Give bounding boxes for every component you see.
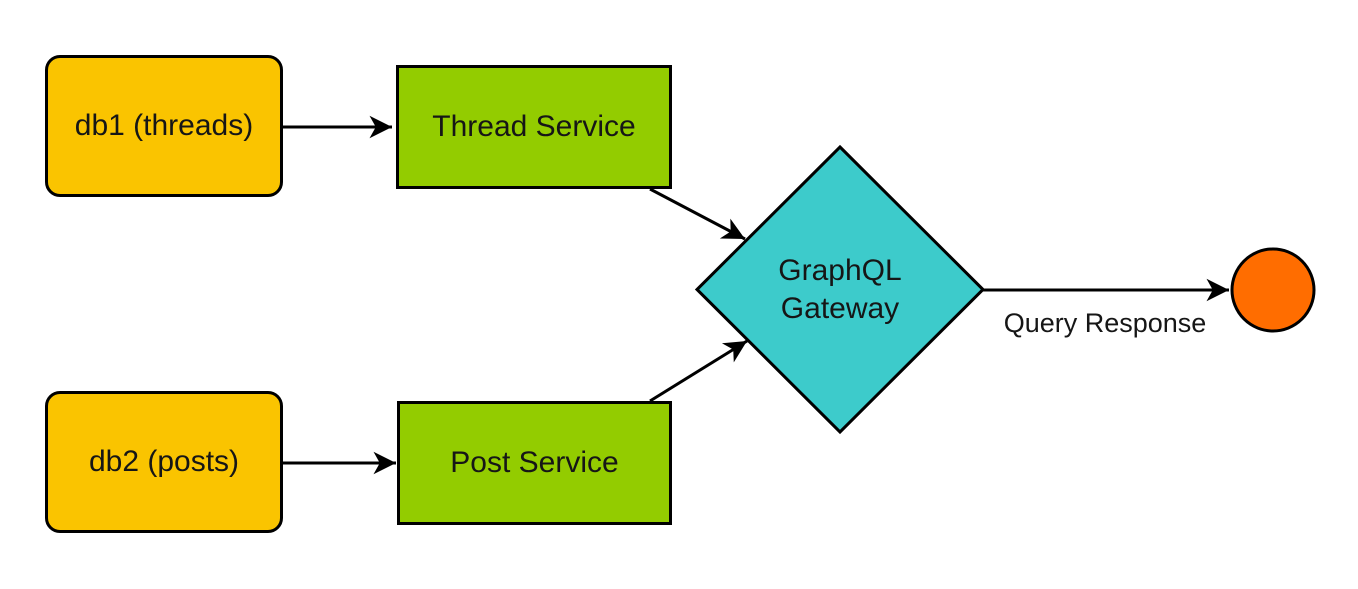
node-thread-service-label: Thread Service bbox=[432, 110, 636, 144]
edge-gateway-query-response bbox=[649, 339, 748, 403]
gateway-label-text: GraphQL Gateway bbox=[778, 253, 902, 325]
node-thread-service: Thread Service bbox=[396, 65, 672, 189]
endpoint-circle bbox=[1230, 247, 1316, 333]
node-post-service-label: Post Service bbox=[450, 446, 619, 480]
node-post-service: Post Service bbox=[397, 401, 672, 525]
node-gateway-label: GraphQL Gateway bbox=[740, 247, 940, 333]
node-db2-label: db2 (posts) bbox=[88, 445, 240, 479]
node-db1: db1 (threads) bbox=[45, 55, 283, 197]
edge-label-query-response: Query Response bbox=[1003, 308, 1207, 338]
node-db2: db2 (posts) bbox=[45, 391, 283, 533]
edge-thread-service-to-gateway bbox=[649, 187, 746, 241]
gateway-diamond-shape bbox=[694, 144, 986, 435]
node-db1-label: db1 (threads) bbox=[74, 109, 254, 143]
